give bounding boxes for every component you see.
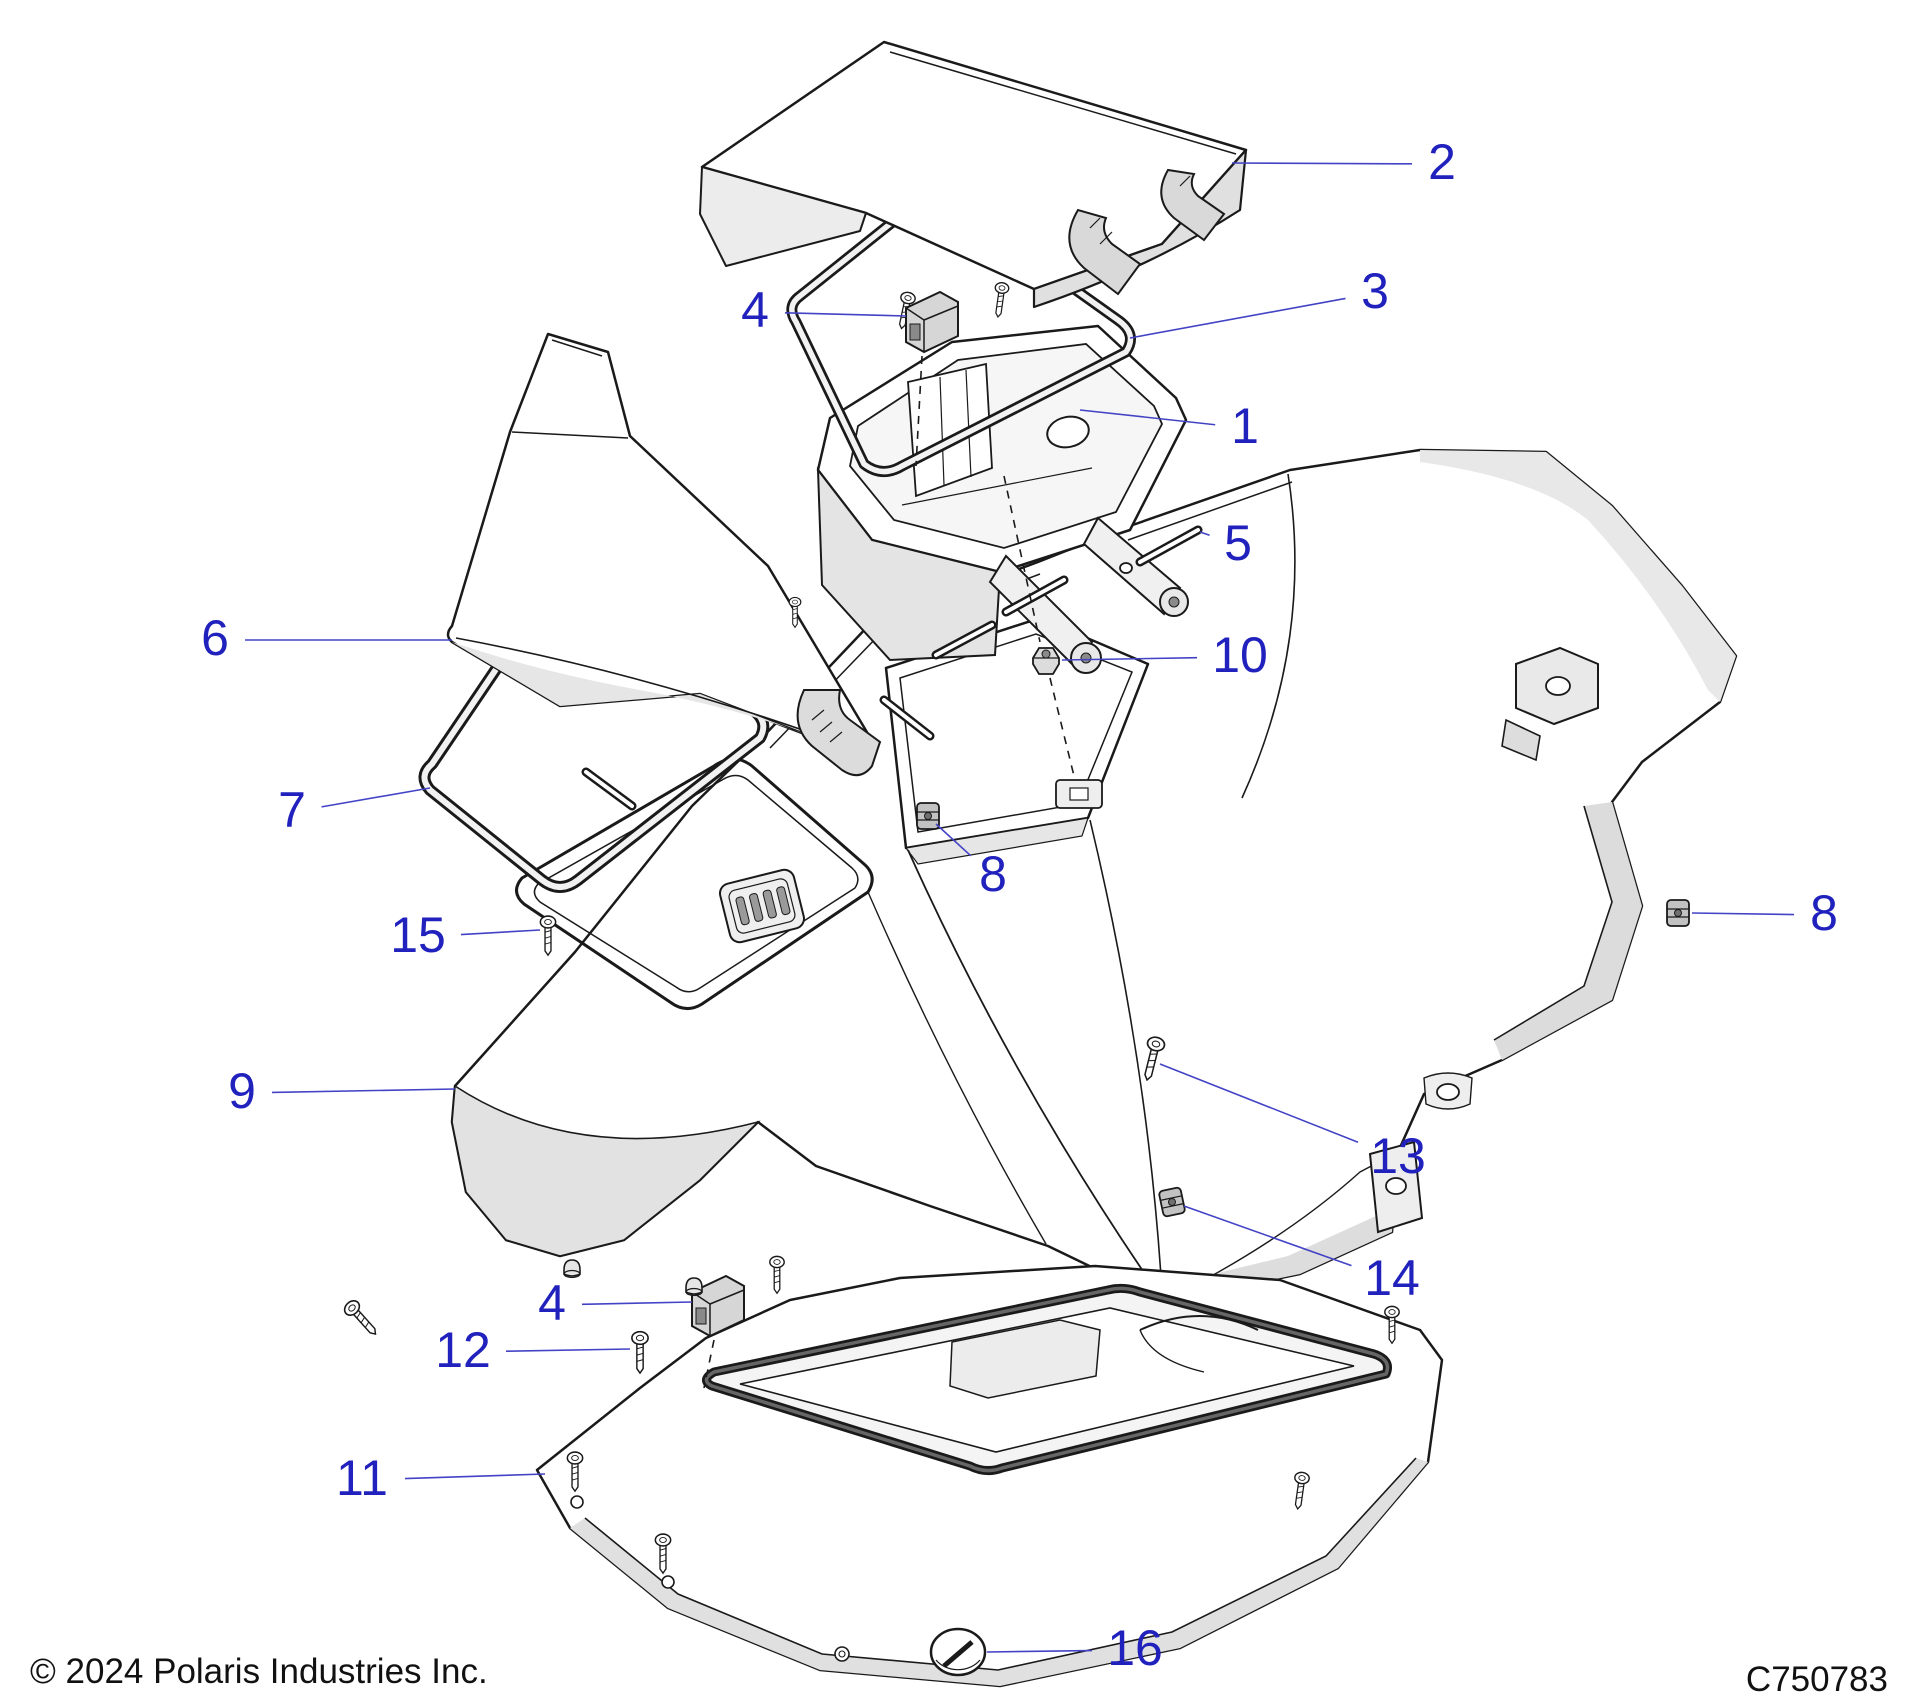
part-5-pins xyxy=(931,525,1203,660)
assembly-dashed-lines xyxy=(703,355,1075,1389)
part-12-screw xyxy=(631,1330,649,1374)
part-8-clip-right xyxy=(1666,899,1690,927)
part-10-nut xyxy=(1032,647,1060,675)
callout-leader-lines xyxy=(245,162,1795,1653)
part-11-lower-box xyxy=(535,1264,1444,1688)
part-6-front-panel xyxy=(446,332,935,811)
part-15-screw xyxy=(539,915,557,956)
part-2-lid xyxy=(699,40,1248,309)
part-16-plug xyxy=(929,1627,987,1677)
part-8-clip-center xyxy=(916,802,940,830)
part-14-clip xyxy=(1157,1186,1187,1218)
drawing-code: C750783 xyxy=(1745,1660,1888,1699)
part-9-hood xyxy=(450,448,1738,1304)
part-1-storage-box xyxy=(816,281,1189,674)
copyright-text: © 2024 Polaris Industries Inc. xyxy=(30,1652,488,1691)
